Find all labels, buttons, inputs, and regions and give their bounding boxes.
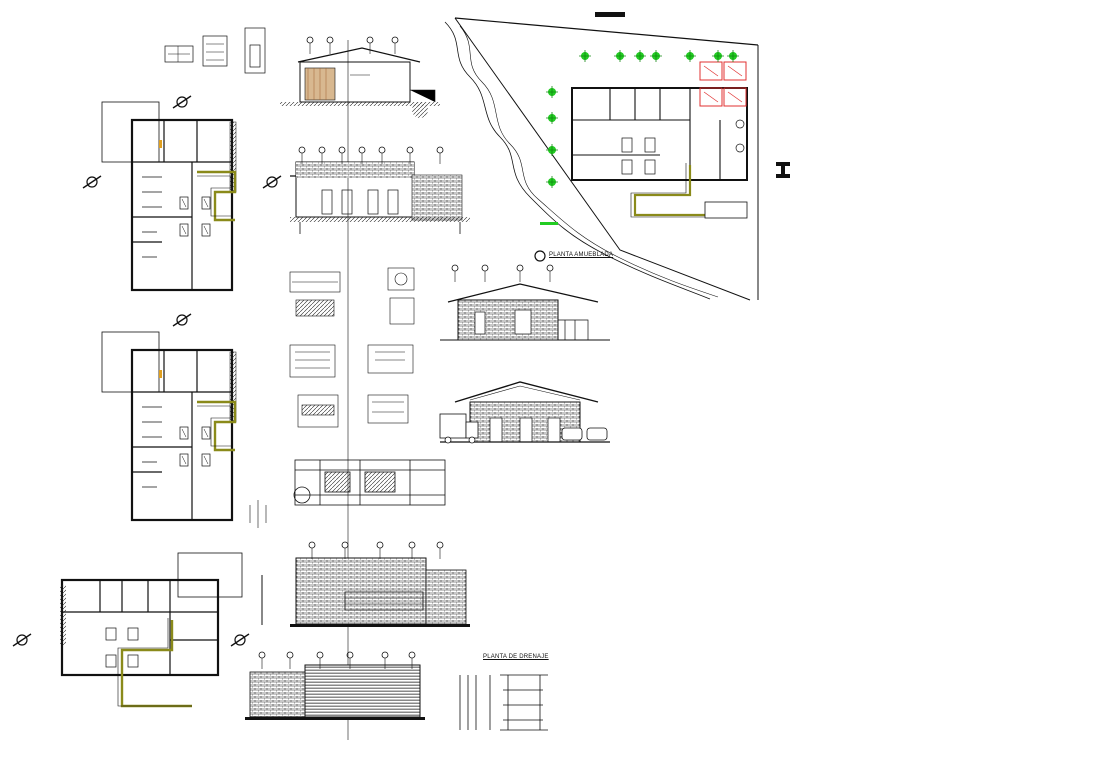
floor-plan-left-1 — [100, 100, 238, 292]
axis-marker — [298, 146, 444, 165]
house-elevation-front — [440, 283, 610, 341]
floor-plan-left-3 — [60, 552, 243, 708]
north-arrow-icon — [172, 313, 192, 327]
axis-marker — [391, 36, 399, 55]
small-detail — [249, 500, 267, 528]
elevation-lateral-1 — [261, 557, 470, 627]
section-marker-icon — [534, 250, 546, 262]
north-arrow-icon — [12, 633, 32, 647]
floor-plan-left-2 — [100, 330, 238, 522]
construction-details — [289, 267, 415, 428]
north-arrow-icon — [262, 175, 282, 189]
axis-marker — [326, 36, 334, 55]
north-arrow-icon — [82, 175, 102, 189]
north-arrow-icon — [230, 633, 250, 647]
axis-marker — [308, 541, 444, 560]
detail-drawings-top-left — [164, 27, 266, 74]
elevation-lateral-2 — [245, 664, 425, 720]
plan-title-furnished: PLANTA AMUEBLADA — [549, 252, 614, 258]
column-details — [459, 674, 548, 731]
drain-detail — [293, 459, 446, 506]
plan-title-drainage: PLANTA DE DRENAJE — [483, 654, 549, 660]
north-arrow-icon — [172, 95, 192, 109]
section-elevation-2 — [290, 161, 470, 234]
axis-marker — [366, 36, 374, 55]
site-plan-furnished — [444, 12, 790, 301]
truck-icon — [439, 413, 479, 444]
car-icon — [561, 427, 608, 441]
axis-marker — [306, 36, 314, 55]
section-elevation-1 — [280, 47, 440, 118]
axis-marker — [451, 264, 554, 283]
